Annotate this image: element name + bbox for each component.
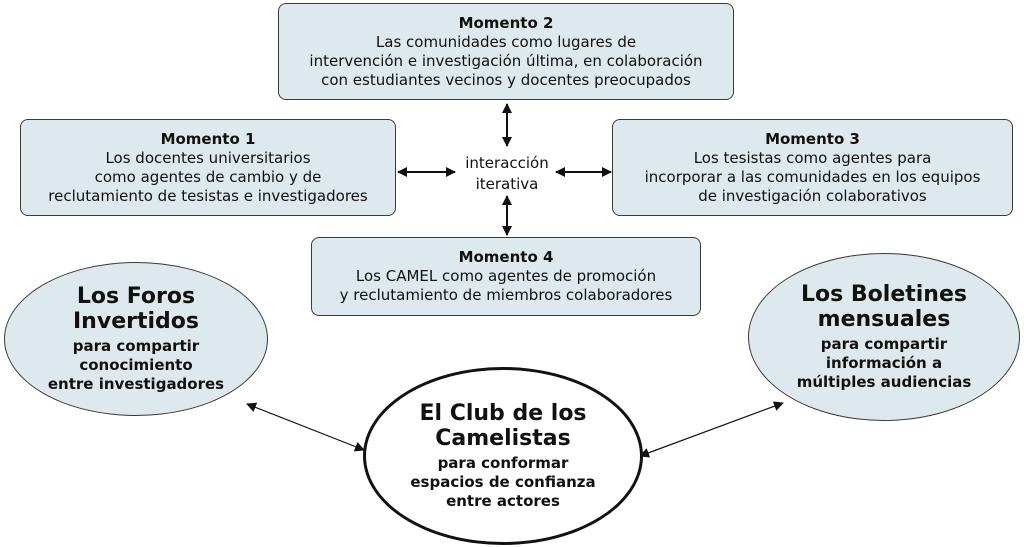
momento-4-title: Momento 4 — [458, 248, 554, 266]
momento-2-line: Las comunidades como lugares de — [375, 32, 637, 51]
momento-4-box: Momento 4 Los CAMEL como agentes de prom… — [311, 237, 701, 316]
club-title-line: El Club de los — [419, 401, 587, 426]
momento-2-title: Momento 2 — [458, 13, 554, 32]
boletines-sub-line: información a — [825, 354, 943, 372]
momento-3-line: Los tesistas como agentes para — [693, 148, 932, 167]
club-sub-line: entre actores — [446, 492, 560, 510]
momento-1-box: Momento 1 Los docentes universitarios co… — [20, 119, 396, 216]
club-camelistas-ellipse: El Club de los Camelistas para conformar… — [363, 367, 643, 545]
momento-3-line: de investigación colaborativos — [698, 186, 927, 205]
boletines-title-line: Los Boletines — [801, 282, 967, 307]
club-subtitle: para conformar espacios de confianza ent… — [410, 454, 595, 511]
club-sub-line: espacios de confianza — [410, 473, 596, 491]
momento-4-line: y reclutamiento de miembros colaboradore… — [339, 286, 673, 304]
arrow-club-to-boletines — [639, 401, 784, 458]
momento-1-line: reclutamiento de tesistas e investigador… — [48, 186, 368, 205]
foros-sub-line: para compartir — [72, 337, 200, 355]
foros-sub-line: entre investigadores — [47, 375, 225, 393]
momento-1-line: como agentes de cambio y de — [94, 167, 322, 186]
foros-subtitle: para compartir conocimiento entre invest… — [48, 337, 224, 394]
foros-title-line: Invertidos — [73, 309, 199, 334]
club-sub-line: para conformar — [437, 454, 569, 472]
club-title-line: Camelistas — [435, 426, 571, 451]
foros-invertidos-ellipse: Los Foros Invertidos para compartir cono… — [4, 262, 268, 416]
center-label-line: interacción — [465, 154, 549, 172]
boletines-subtitle: para compartir información a múltiples a… — [797, 335, 972, 392]
boletines-sub-line: para compartir — [820, 335, 948, 353]
interaccion-iterativa-label: interacción iterativa — [452, 153, 562, 195]
momento-1-title: Momento 1 — [160, 129, 256, 148]
boletines-sub-line: múltiples audiencias — [796, 373, 972, 391]
momento-1-line: Los docentes universitarios — [105, 148, 311, 167]
momento-4-line: Los CAMEL como agentes de promoción — [355, 267, 657, 285]
momento-3-title: Momento 3 — [765, 129, 860, 148]
foros-sub-line: conocimiento — [79, 356, 193, 374]
arrow-foros-to-club — [246, 402, 365, 452]
boletines-mensuales-ellipse: Los Boletines mensuales para compartir i… — [748, 253, 1020, 421]
momento-3-box: Momento 3 Los tesistas como agentes para… — [612, 119, 1013, 216]
momento-2-line: intervención e investigación última, en … — [309, 51, 703, 70]
momento-2-line: con estudiantes vecinos y docentes preoc… — [321, 70, 691, 89]
foros-title-line: Los Foros — [76, 284, 196, 309]
momento-3-line: incorporar a las comunidades en los equi… — [644, 167, 981, 186]
boletines-title-line: mensuales — [817, 307, 951, 332]
momento-2-box: Momento 2 Las comunidades como lugares d… — [278, 3, 734, 100]
center-label-line: iterativa — [475, 175, 539, 193]
